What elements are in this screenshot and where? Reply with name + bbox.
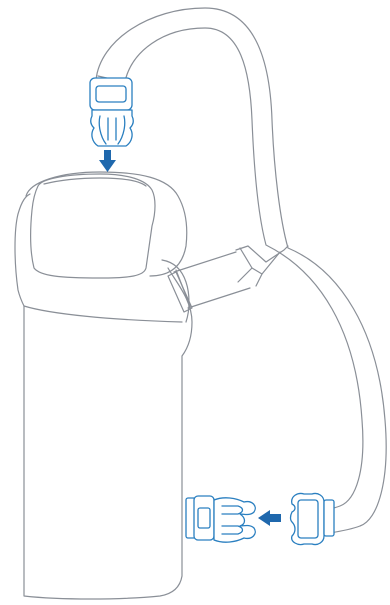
strap-end-buckle <box>289 492 335 546</box>
arrow-left-icon <box>258 510 281 526</box>
top-buckle <box>89 77 134 147</box>
arrow-down-icon <box>99 150 116 172</box>
strap-connector <box>235 245 289 287</box>
bag-side-buckle <box>185 495 256 543</box>
bag-body <box>14 171 193 600</box>
